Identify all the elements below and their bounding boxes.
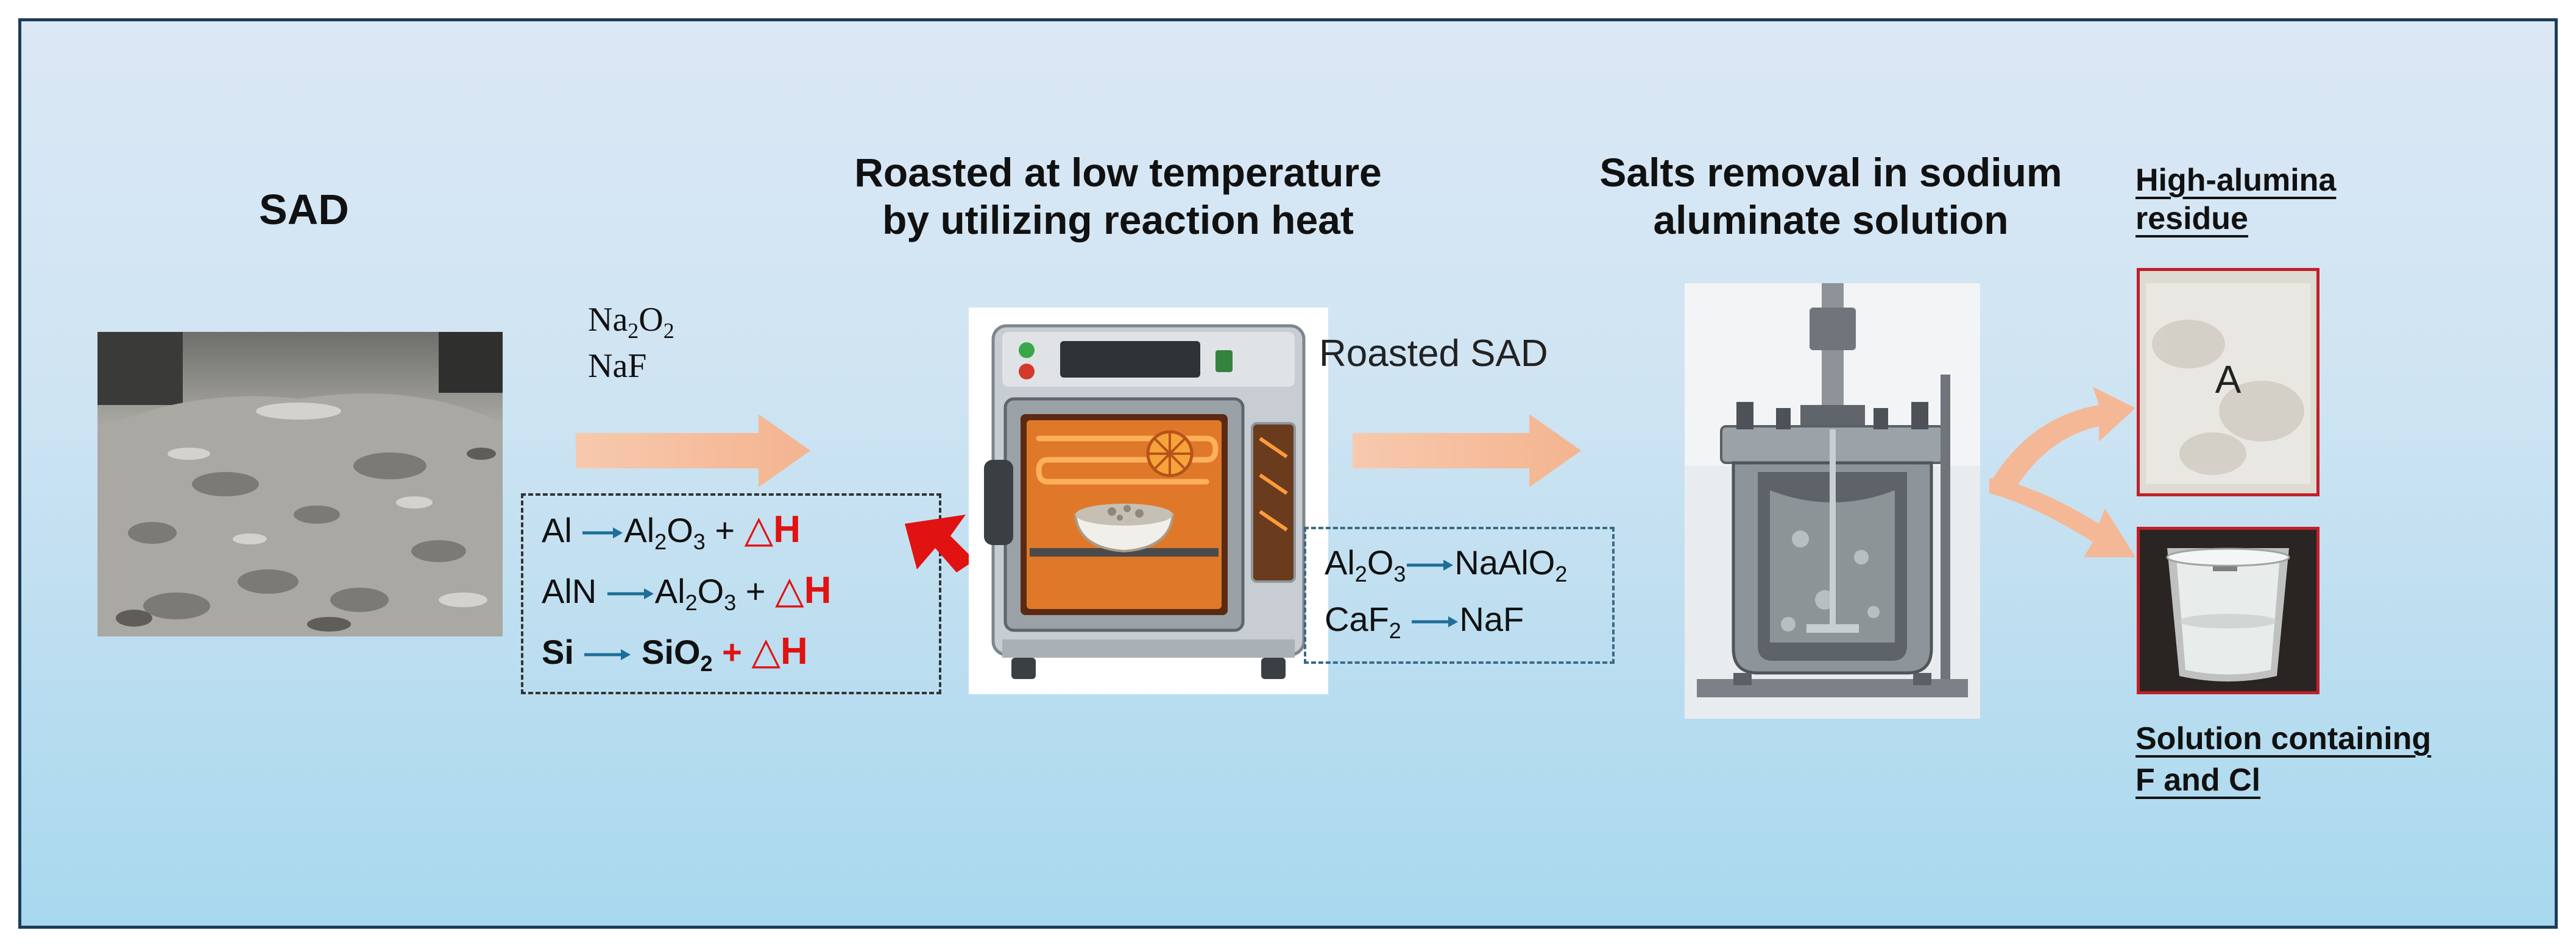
reaction-arrow-icon [1407,560,1454,571]
title-salts-line2: aluminate solution [1653,197,2009,242]
reactions-box-left: Al Al2O3 + △H AlN Al2O3 + △H Si SiO2 + △… [521,493,941,694]
title-solution-line2: F and Cl [2135,762,2261,798]
reactor-image [1685,283,1980,719]
process-arrow-2 [1353,414,1581,487]
reaction-arrow-icon [1412,616,1459,628]
reaction-arrow-icon [584,649,631,661]
reagents-label: Na2O2 NaF [588,298,674,389]
reaction-arrow-icon [582,527,623,539]
reaction-si: Si SiO2 + △H [542,630,808,677]
title-high-alumina: High-alumina residue [2135,161,2336,239]
title-sad: SAD [259,186,349,233]
title-high-alumina-line1: High-alumina [2135,163,2337,198]
reaction-caf2: CaF2 NaF [1325,600,1524,644]
title-roast-line1: Roasted at low temperature [854,150,1382,195]
residue-photo: A [2137,268,2319,496]
title-high-alumina-line2: residue [2135,201,2248,237]
reaction-aln: AlN Al2O3 + △H [542,569,832,616]
oven-illustration [984,324,1306,679]
reaction-al: Al Al2O3 + △H [542,509,801,555]
reagent-na2o2: Na2O2 [588,301,674,343]
title-solution: Solution containing F and Cl [2135,719,2431,801]
oven-image [969,308,1328,694]
residue-bag-image: A [2140,271,2316,493]
sad-rubble-image [97,332,503,636]
title-roast-line2: by utilizing reaction heat [882,197,1354,242]
roasted-sad-label: Roasted SAD [1319,333,1548,375]
reactor-illustration [1685,283,1980,719]
process-arrow-1 [576,414,810,487]
sad-photo [97,332,503,636]
reagent-naf: NaF [588,347,647,385]
title-salts-line1: Salts removal in sodium [1599,150,2062,195]
title-salts: Salts removal in sodium aluminate soluti… [1532,149,2129,244]
beaker-image [2140,530,2316,691]
reaction-arrow-icon [607,588,654,600]
split-arrows [1989,387,2135,557]
solution-photo [2137,527,2319,694]
sample-mark: A [2215,357,2242,401]
heat-arrow [905,515,975,572]
title-roast: Roasted at low temperature by utilizing … [752,149,1484,244]
diagram-panel: SAD Roasted at low temperature by utiliz… [18,18,2558,929]
title-solution-line1: Solution containing [2135,721,2432,756]
